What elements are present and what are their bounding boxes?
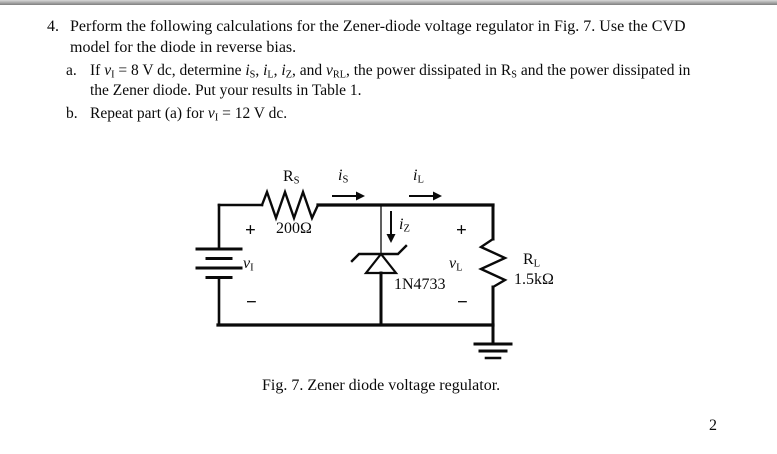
rl-value: 1.5kΩ <box>514 271 554 288</box>
resistor-rs <box>260 188 320 222</box>
zener-part-number: 1N4733 <box>394 276 446 293</box>
item-b-label: b. <box>66 105 78 122</box>
question-line-2: model for the diode in reverse bias. <box>70 39 297 56</box>
vi-label: vI <box>243 255 254 274</box>
scan-edge-bar <box>0 0 777 5</box>
resistor-rl <box>478 237 508 289</box>
item-a-line-2: the Zener diode. Put your results in Tab… <box>90 82 362 99</box>
rs-label: RS <box>283 168 300 187</box>
question-number: 4. <box>47 18 59 35</box>
zener-anode-triangle <box>363 252 399 275</box>
il-label: iL <box>413 167 424 186</box>
iz-arrow-head <box>386 234 396 243</box>
figure-caption: Fig. 7. Zener diode voltage regulator. <box>262 377 501 394</box>
load-plus-sign: + <box>456 220 467 241</box>
page-number: 2 <box>709 417 717 434</box>
question-line-1: Perform the following calculations for t… <box>70 18 686 35</box>
is-label: iS <box>338 167 349 186</box>
item-a-label: a. <box>66 62 77 79</box>
source-plus-sign: + <box>245 220 256 241</box>
is-arrow-head <box>356 191 365 201</box>
zener-cathode-bar <box>350 244 408 263</box>
source-minus-sign: − <box>246 292 257 313</box>
load-minus-sign: − <box>457 292 468 313</box>
item-a-line-1: If vI = 8 V dc, determine iS, iL, iZ, an… <box>90 62 691 81</box>
rs-value: 200Ω <box>276 220 312 237</box>
rl-label: RL <box>523 251 541 270</box>
iz-label: iZ <box>399 216 410 235</box>
il-arrow-head <box>433 191 442 201</box>
vl-label: vL <box>449 255 463 274</box>
item-b-line: Repeat part (a) for vI = 12 V dc. <box>90 105 288 124</box>
